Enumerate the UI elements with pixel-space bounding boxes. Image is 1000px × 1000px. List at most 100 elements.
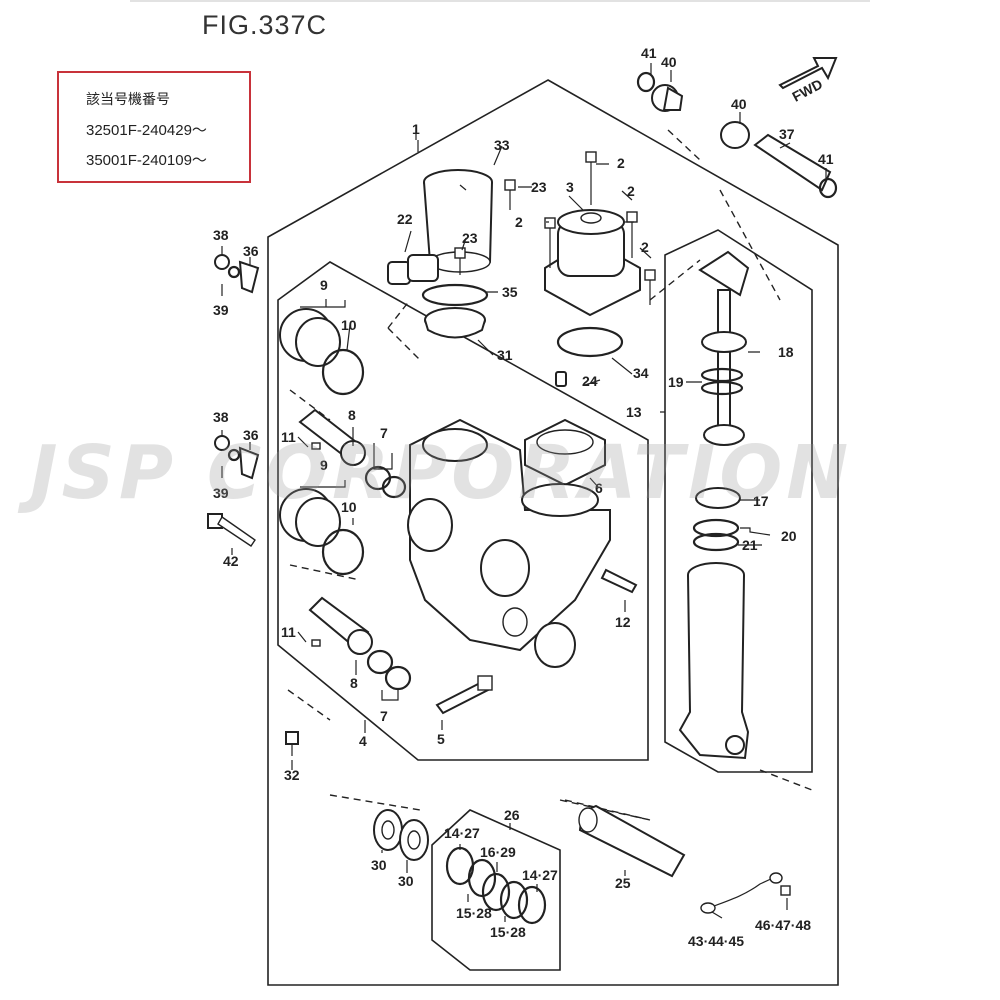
bolt-32 (285, 731, 299, 756)
valve-body (407, 418, 611, 668)
callout-7: 7 (380, 708, 388, 724)
o-ring-34 (556, 326, 624, 358)
spool-8-lower (308, 596, 373, 655)
callout-13: 13 (626, 404, 642, 420)
ring-20 (692, 518, 740, 538)
callout-31: 31 (497, 347, 513, 363)
callout-38: 38 (213, 409, 229, 425)
callout-41: 41 (641, 45, 657, 61)
callout-21: 21 (742, 537, 758, 553)
callout-11: 11 (281, 429, 296, 445)
reservoir-cap-33 (423, 169, 493, 273)
callout-25: 25 (615, 875, 631, 891)
callout-40: 40 (661, 54, 677, 70)
screw-12 (600, 568, 638, 594)
callout-11: 11 (281, 624, 296, 640)
callout-23: 23 (462, 230, 478, 246)
callout-8: 8 (348, 407, 356, 423)
o-ring-10-upper (321, 348, 365, 396)
callout-24: 24 (582, 373, 598, 389)
screw-24 (555, 371, 567, 387)
callout-37: 37 (779, 126, 795, 142)
cylinder-cap-17 (695, 487, 741, 509)
note-serial-2: 35001F-240109～ (86, 152, 207, 169)
seal-kit-frame (431, 809, 561, 971)
callout-16-29: 16·29 (480, 844, 516, 860)
pivot-pin-25 (578, 804, 686, 878)
callout-10: 10 (341, 499, 357, 515)
callout-38: 38 (213, 227, 229, 243)
callout-19: 19 (668, 374, 684, 390)
callout-30: 30 (398, 873, 414, 889)
callout-46-47-48: 46·47·48 (755, 917, 811, 933)
seal-ring-d (499, 880, 529, 920)
bolt-2 (544, 151, 656, 305)
callout-2: 2 (627, 183, 635, 199)
seal-ring-e (517, 885, 547, 925)
callout-42: 42 (223, 553, 239, 569)
piston-rod-18 (698, 250, 750, 446)
callout-14-27: 14·27 (522, 867, 558, 883)
callout-6: 6 (595, 480, 603, 496)
note-heading: 該当号機番号 (86, 92, 170, 108)
o-ring-35 (421, 283, 489, 307)
callout-7: 7 (380, 425, 388, 441)
callout-40: 40 (731, 96, 747, 112)
trim-cylinder (678, 562, 750, 760)
fwd-badge: FWD (778, 57, 838, 105)
callout-9: 9 (320, 457, 328, 473)
callout-15-28: 15·28 (490, 924, 526, 940)
callout-8: 8 (350, 675, 358, 691)
callout-10: 10 (341, 317, 357, 333)
callout-36: 36 (243, 427, 259, 443)
callout-43-44-45: 43·44·45 (688, 933, 744, 949)
ring-19-b (700, 380, 744, 396)
filter-31 (424, 307, 486, 339)
callout-3: 3 (566, 179, 574, 195)
spool-8-upper (298, 408, 366, 466)
applicable-serial-note: 該当号機番号 32501F-240429～ 35001F-240109～ (57, 71, 251, 183)
callout-4: 4 (359, 733, 367, 749)
assembly-frame-13 (664, 229, 813, 773)
callout-35: 35 (502, 284, 518, 300)
assembly-frame-1 (267, 79, 839, 986)
callout-36: 36 (243, 243, 259, 259)
assembly-frame-4 (277, 261, 649, 761)
note-serial-1: 32501F-240429～ (86, 122, 207, 139)
pump-6 (524, 418, 606, 487)
callout-12: 12 (615, 614, 631, 630)
o-ring-10-lower (321, 528, 365, 576)
callout-17: 17 (753, 493, 769, 509)
callout-2: 2 (515, 214, 523, 230)
callout-30: 30 (371, 857, 387, 873)
o-ring-7-lower-b (384, 665, 412, 691)
callout-2: 2 (641, 239, 649, 255)
callout-2: 2 (617, 155, 625, 171)
screw-5 (435, 675, 493, 715)
seal-ring-c (481, 872, 511, 912)
callout-1: 1 (412, 121, 420, 137)
callout-20: 20 (781, 528, 797, 544)
callout-22: 22 (397, 211, 413, 227)
callout-33: 33 (494, 137, 510, 153)
seal-ring-b (467, 858, 497, 898)
trim-motor-3 (544, 209, 641, 317)
ground-lead-43 (700, 872, 791, 914)
o-ring-7-lower-a (366, 649, 394, 675)
shaft-37 (753, 133, 838, 199)
callout-5: 5 (437, 731, 445, 747)
anode-set-upper (214, 254, 260, 294)
callout-41: 41 (818, 151, 834, 167)
callout-18: 18 (778, 344, 794, 360)
callout-39: 39 (213, 485, 229, 501)
figure-title: FIG.337C (202, 10, 328, 40)
pin-11-upper (311, 442, 321, 450)
callout-32: 32 (284, 767, 300, 783)
bolt-42 (207, 513, 256, 547)
valve-cap-9-upper (279, 308, 341, 367)
callout-9: 9 (320, 277, 328, 293)
valve-cap-9-lower (279, 488, 341, 547)
o-ring-7-upper-b (381, 475, 407, 499)
callout-23: 23 (531, 179, 547, 195)
